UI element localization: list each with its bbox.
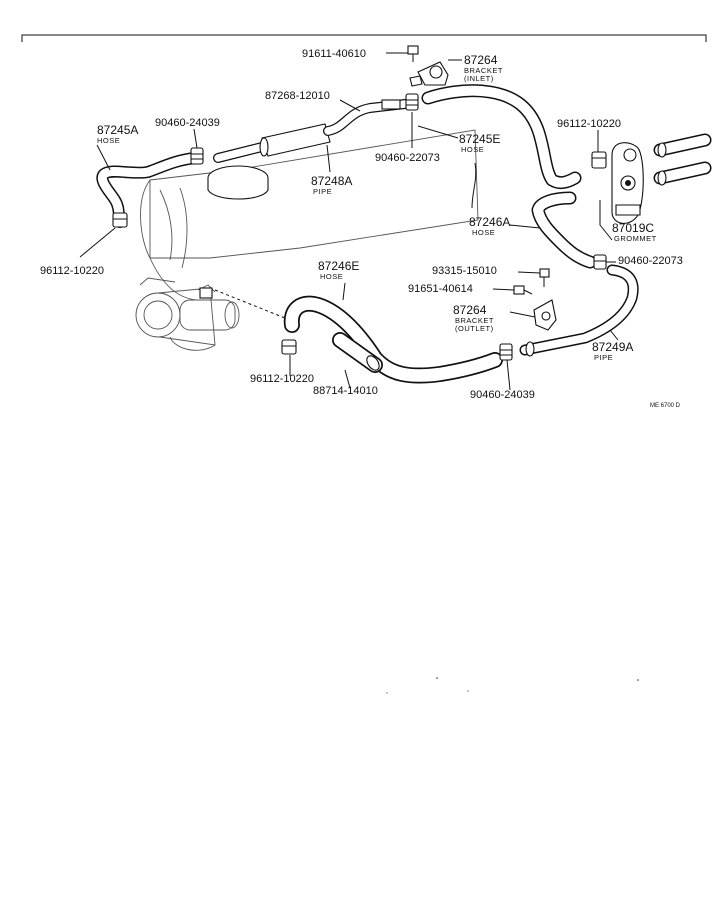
reference-code: ME 6700 D: [650, 403, 681, 409]
label-bracket-inlet-1: BRACKET: [464, 66, 503, 75]
label-96112-10220-bottom: 96112-10220: [250, 373, 314, 385]
label-87245e-hose: HOSE: [461, 145, 484, 154]
speck: [436, 677, 438, 679]
pipe-87248a: [213, 99, 410, 163]
label-bracket-outlet-1: BRACKET: [455, 316, 494, 325]
label-87019c-grommet: GROMMET: [614, 234, 657, 243]
hose-87245a: [96, 152, 201, 228]
bracket-inlet: [409, 61, 449, 87]
label-91651-40614: 91651-40614: [408, 283, 473, 295]
label-96112-10220-left: 96112-10220: [40, 265, 104, 277]
pipe-87249a: [519, 264, 639, 357]
bracket-outlet: [533, 299, 557, 331]
clamp-90460-24039-bottom: [499, 343, 513, 361]
label-91611-40610: 91611-40610: [302, 48, 366, 60]
label-87268-12010: 87268-12010: [265, 90, 330, 102]
clamp-90460-22073-right: [593, 254, 607, 270]
speck: [467, 690, 469, 692]
label-87245e: 87245E: [459, 132, 500, 146]
label-87249a: 87249A: [592, 340, 633, 354]
water-valve-assembly: [135, 277, 240, 351]
hose-87246a: [531, 191, 597, 269]
hose-87245e: [421, 84, 582, 190]
label-87245a-hose: HOSE: [97, 136, 120, 145]
label-87245a: 87245A: [97, 123, 138, 137]
firewall-pipes: [653, 133, 712, 186]
label-87264-top: 87264: [464, 53, 498, 67]
frame-border: [21, 34, 707, 42]
clip-96112-10220-right: [591, 151, 607, 169]
hose-88714: [332, 332, 383, 373]
label-90460-24039-bottom: 90460-24039: [470, 389, 535, 401]
leader-lines: [79, 52, 619, 391]
label-87246e: 87246E: [318, 259, 359, 273]
clamp-90460-24039-top: [190, 147, 204, 165]
label-87249a-pipe: PIPE: [594, 353, 613, 362]
label-90460-22073-right: 90460-22073: [618, 255, 683, 267]
clip-96112-10220-bottom: [281, 339, 297, 355]
bolt-93315-15010: [539, 268, 550, 287]
speck: [637, 679, 639, 681]
label-87019c: 87019C: [612, 221, 654, 235]
label-87246a-hose: HOSE: [472, 228, 495, 237]
bolt-91611-40610: [407, 45, 419, 62]
bolt-91651-40614: [513, 285, 533, 295]
clamp-90460-22073-top: [405, 93, 419, 111]
label-87246e-hose: HOSE: [320, 272, 343, 281]
heater-core-outline: [140, 129, 479, 301]
label-96112-10220-right: 96112-10220: [557, 118, 621, 130]
label-87264-mid: 87264: [453, 303, 487, 317]
label-87248a-pipe: PIPE: [313, 187, 332, 196]
label-90460-22073-top: 90460-22073: [375, 152, 440, 164]
label-87248a: 87248A: [311, 174, 352, 188]
label-93315-15010: 93315-15010: [432, 265, 497, 277]
label-87246a: 87246A: [469, 215, 510, 229]
label-bracket-outlet-2: (OUTLET): [455, 324, 494, 333]
grommet-87019c: [611, 142, 644, 224]
label-bracket-inlet-2: (INLET): [464, 74, 494, 83]
clip-96112-10220-left: [112, 212, 128, 228]
dashed-connection-line: [214, 289, 286, 319]
label-88714-14010: 88714-14010: [313, 385, 378, 397]
label-90460-24039-top: 90460-24039: [155, 117, 220, 129]
speck: [386, 692, 388, 694]
